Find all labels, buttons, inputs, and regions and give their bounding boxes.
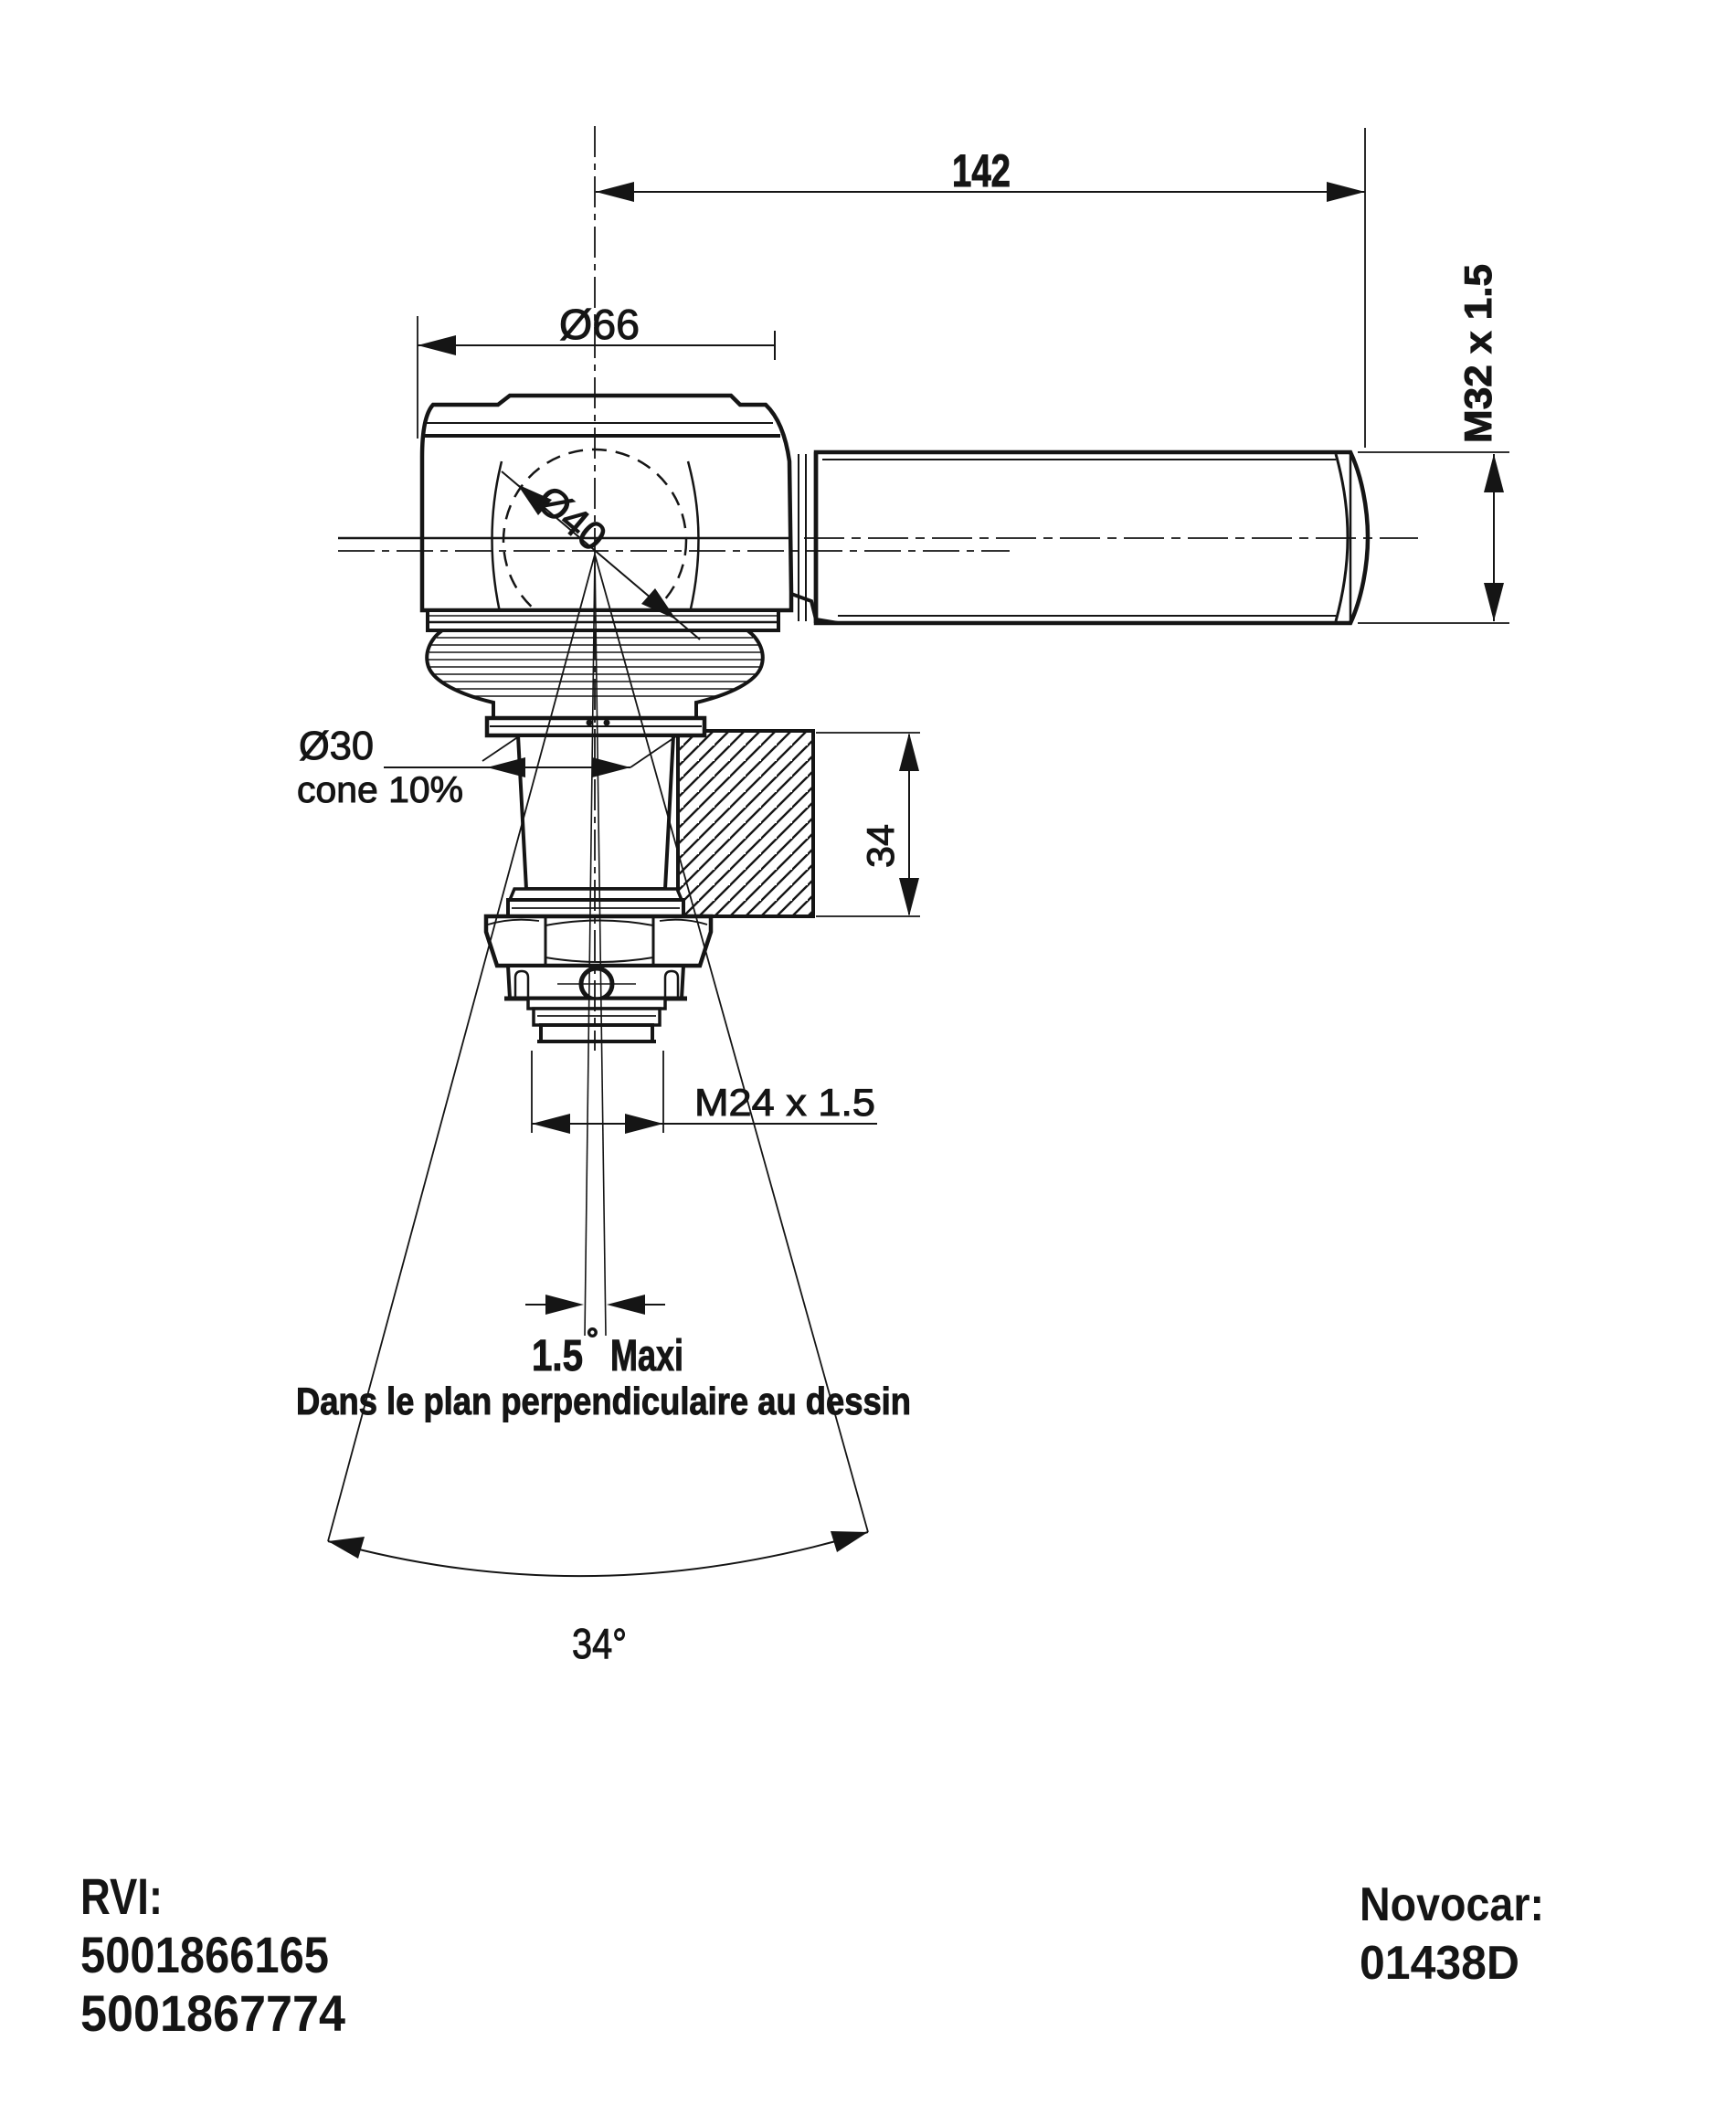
- novocar-part-number: 01438D: [1360, 1937, 1519, 1990]
- stud-thread-end: [532, 1007, 662, 1027]
- dim-m32-text: M32 x 1.5: [1456, 264, 1499, 443]
- angle-34-text: 34°: [572, 1620, 627, 1667]
- rvi-part-number-1: 5001866165: [80, 1926, 329, 1983]
- cone-swing-line-right: [594, 554, 869, 1533]
- rvi-part-number-2: 5001867774: [80, 1984, 345, 2042]
- novocar-label: Novocar:: [1360, 1878, 1544, 1931]
- dimension-dia66: Ø66: [417, 301, 776, 439]
- dim-34-text: 34: [859, 824, 902, 868]
- shaft-end-dome-line: [1334, 453, 1350, 622]
- dimension-m32: M32 x 1.5: [1358, 264, 1509, 624]
- maxi-text: Maxi: [610, 1332, 683, 1380]
- degree-symbol: °: [587, 1322, 598, 1355]
- dimension-142: 142: [596, 128, 1366, 448]
- dim-142-text: 142: [952, 145, 1011, 196]
- housing-outline: [419, 393, 794, 613]
- dimension-dia30-cone: Ø30 cone 10%: [297, 724, 677, 811]
- annotation-34-deg-arc: 34°: [327, 1531, 869, 1668]
- footer-part-numbers: RVI: 5001866165 5001867774 Novocar: 0143…: [80, 1867, 1544, 2042]
- annotation-1-5-deg: 1.5 ° Maxi Dans le plan perpendiculaire …: [296, 1295, 912, 1423]
- cone-10-text: cone 10%: [297, 770, 463, 810]
- boot-flange: [426, 608, 780, 632]
- part-geometry: [338, 393, 1371, 1043]
- cone-swing-line-left: [327, 554, 596, 1542]
- angle-1-5-text: 1.5: [532, 1332, 583, 1380]
- castle-nut-hex: [483, 914, 714, 968]
- centerlines: [327, 126, 1418, 1542]
- dim-m24-text: M24 x 1.5: [694, 1081, 875, 1124]
- clamp-block-section: [676, 729, 815, 918]
- dimension-34: 34: [816, 732, 920, 917]
- rvi-label: RVI:: [80, 1867, 163, 1925]
- dim-dia66-text: Ø66: [559, 301, 640, 348]
- dimension-m24: M24 x 1.5: [531, 1051, 877, 1134]
- plane-note-text: Dans le plan perpendiculaire au dessin: [296, 1380, 911, 1422]
- dim-dia30-text: Ø30: [299, 724, 374, 768]
